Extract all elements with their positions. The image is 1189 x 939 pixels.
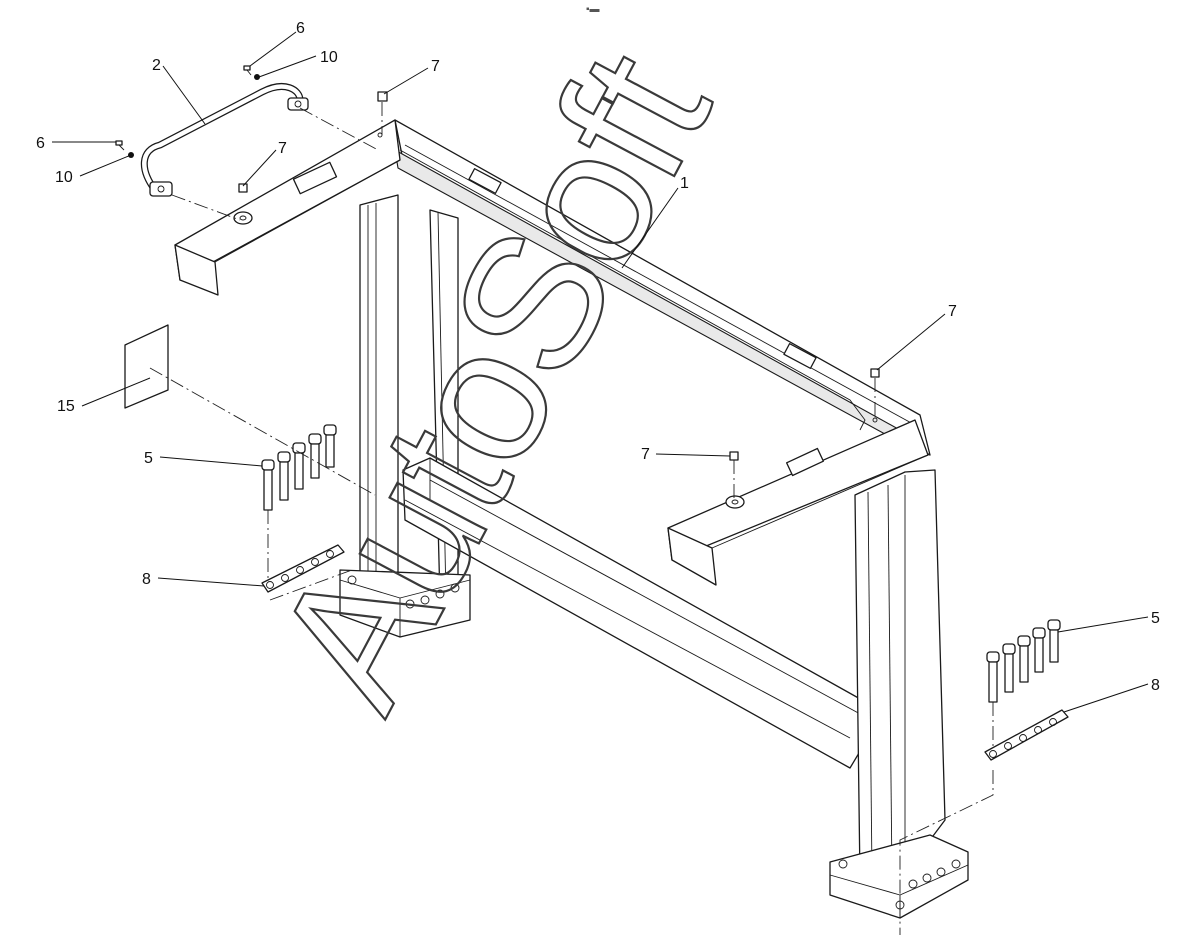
callout-15: 15 xyxy=(57,377,151,415)
callout-7-center: 7 xyxy=(641,446,731,463)
callout-6-top: 6 xyxy=(249,20,305,67)
frame-part-1 xyxy=(174,119,969,919)
top-mark: ▪▬ xyxy=(586,4,600,15)
callout-6-left: 6 xyxy=(36,135,116,152)
phantom-lines xyxy=(149,102,994,935)
caps-part-7 xyxy=(238,91,880,461)
svg-text:8: 8 xyxy=(142,571,151,588)
svg-text:2: 2 xyxy=(152,57,161,74)
handle-part-2 xyxy=(140,83,309,197)
svg-text:8: 8 xyxy=(1151,677,1160,694)
callout-8-left: 8 xyxy=(142,571,265,588)
callout-1: 1 xyxy=(621,175,689,269)
strip-part-8-left xyxy=(261,544,345,593)
strip-part-8-right xyxy=(984,709,1069,761)
callout-8-right: 8 xyxy=(1063,677,1160,713)
svg-text:5: 5 xyxy=(144,450,153,467)
bolts-part-5-right xyxy=(986,619,1061,703)
svg-text:10: 10 xyxy=(320,49,338,66)
callout-7-right: 7 xyxy=(876,303,957,371)
svg-text:7: 7 xyxy=(431,58,440,75)
callout-5-right: 5 xyxy=(1057,610,1160,633)
callout-10-top: 10 xyxy=(258,49,338,78)
svg-text:6: 6 xyxy=(296,20,305,37)
svg-text:7: 7 xyxy=(641,446,650,463)
screws-and-washers-6-10 xyxy=(115,65,260,158)
svg-text:7: 7 xyxy=(948,303,957,320)
svg-text:15: 15 xyxy=(57,398,75,415)
svg-text:1: 1 xyxy=(680,175,689,192)
bolts-part-5-left xyxy=(261,424,337,511)
svg-text:10: 10 xyxy=(55,169,73,186)
label-plate-part-15 xyxy=(124,324,169,409)
callout-10-left: 10 xyxy=(55,154,132,186)
callout-7-top: 7 xyxy=(383,58,440,95)
svg-text:5: 5 xyxy=(1151,610,1160,627)
svg-text:7: 7 xyxy=(278,140,287,157)
svg-text:6: 6 xyxy=(36,135,45,152)
callout-2: 2 xyxy=(152,57,206,125)
callout-5-left: 5 xyxy=(144,450,263,467)
callout-7-left: 7 xyxy=(242,140,287,187)
